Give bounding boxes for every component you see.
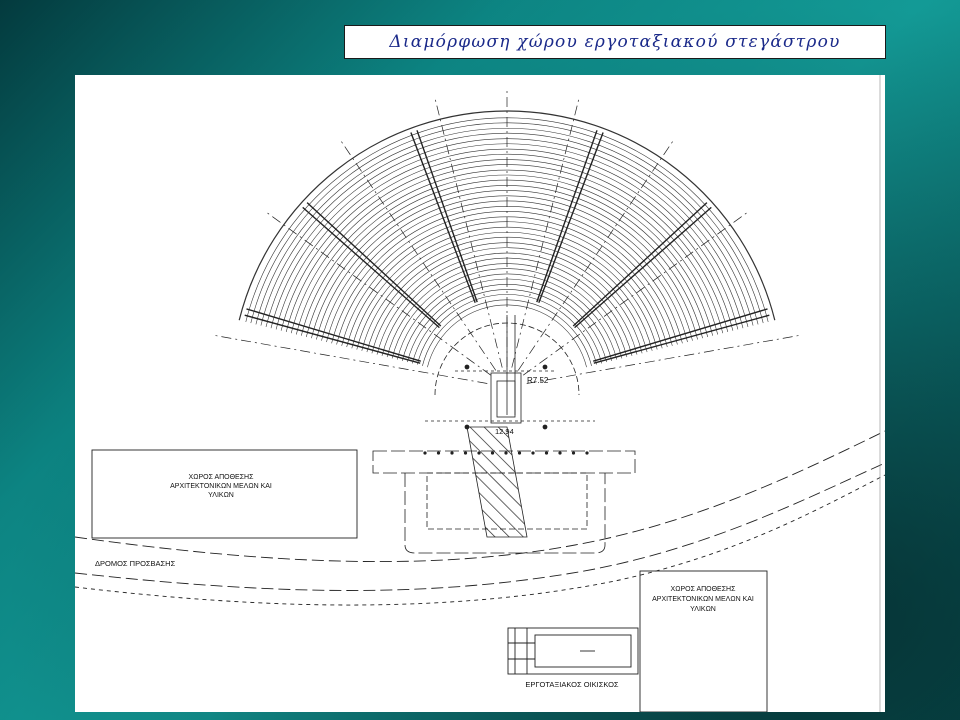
radial-axis <box>264 210 492 376</box>
storage-right-line2: ΑΡΧΙΤΕΚΤΟΝΙΚΩΝ ΜΕΛΩΝ ΚΑΙ <box>652 596 754 603</box>
seating-row <box>255 127 759 325</box>
storage-left-line2: ΑΡΧΙΤΕΚΤΟΝΙΚΩΝ ΜΕΛΩΝ ΚΑΙ <box>170 483 272 490</box>
slide-title-box: Διαμόρφωση χώρου εργοταξιακού στεγάστρου <box>344 25 886 59</box>
seating-row <box>371 247 643 354</box>
seating-row <box>376 252 638 355</box>
site-plan-drawing: ΧΩΡΟΣ ΑΠΟΘΕΣΗΣ ΑΡΧΙΤΕΚΤΟΝΙΚΩΝ ΜΕΛΩΝ ΚΑΙ … <box>75 75 885 712</box>
seating-row <box>412 289 602 364</box>
radius-label: R7.52 <box>527 376 549 385</box>
site-building-label: ΕΡΓΟΤΑΞΙΑΚΟΣ ΟΙΚΙΣΚΟΣ <box>525 680 619 689</box>
seating-row <box>260 133 754 326</box>
seating-row <box>275 148 739 330</box>
seating-row <box>296 169 718 335</box>
shelter-post <box>571 451 576 455</box>
aisle-line <box>574 206 712 329</box>
radial-axis <box>511 95 580 368</box>
hatched-access-ramp <box>466 426 528 538</box>
access-road <box>75 430 885 606</box>
seating-row <box>351 226 663 349</box>
shelter-post <box>423 451 427 455</box>
aisle-line <box>244 314 421 364</box>
radial-axis <box>211 334 488 384</box>
orchestra-structure <box>425 315 595 430</box>
storage-right-line3: ΥΛΙΚΩΝ <box>690 606 716 613</box>
seating-row <box>417 294 597 365</box>
seating-row <box>341 216 673 346</box>
aisle-line <box>572 202 708 327</box>
shelter-post <box>517 451 522 455</box>
slide-title: Διαμόρφωση χώρου εργοταξιακού στεγάστρου <box>389 32 841 52</box>
aisle-line <box>246 308 422 362</box>
shelter-post <box>436 451 441 455</box>
aisle-line <box>593 314 770 364</box>
shelter-post <box>585 451 589 455</box>
site-plan-svg: ΧΩΡΟΣ ΑΠΟΘΕΣΗΣ ΑΡΧΙΤΕΚΤΟΝΙΚΩΝ ΜΕΛΩΝ ΚΑΙ … <box>75 75 885 712</box>
theater-aisles <box>244 130 770 364</box>
storage-area-right-box <box>639 570 768 712</box>
aisle-line <box>302 206 440 329</box>
seating-row <box>396 273 618 360</box>
storage-area-left-box <box>91 449 358 539</box>
aisle-line <box>416 130 478 303</box>
radial-axis <box>434 95 503 368</box>
dimension-label: 12.94 <box>495 427 514 436</box>
shelter-post <box>450 451 454 455</box>
seating-row <box>301 174 713 336</box>
radial-axis <box>517 138 676 371</box>
storage-left-line1: ΧΩΡΟΣ ΑΠΟΘΕΣΗΣ <box>189 474 255 481</box>
access-road-label: ΔΡΟΜΟΣ ΠΡΟΣΒΑΣΗΣ <box>95 559 176 568</box>
seating-row <box>321 195 693 341</box>
aisle-line <box>410 132 476 304</box>
radial-axis <box>338 138 497 371</box>
site-building <box>507 627 639 675</box>
storage-left-line3: ΥΛΙΚΩΝ <box>208 492 234 499</box>
seating-row <box>391 268 623 359</box>
aisle-line <box>592 308 768 362</box>
shelter-post <box>544 451 549 455</box>
shelter-post <box>531 451 535 455</box>
seating-row <box>316 190 698 340</box>
storage-right-line1: ΧΩΡΟΣ ΑΠΟΘΕΣΗΣ <box>671 586 737 593</box>
shelter-post <box>463 451 468 455</box>
shelter-post <box>558 451 562 455</box>
aisle-line <box>536 130 598 303</box>
radial-axis <box>526 334 803 384</box>
aisle-line <box>306 202 442 327</box>
seating-row <box>280 153 734 331</box>
aisle-line <box>538 132 604 304</box>
